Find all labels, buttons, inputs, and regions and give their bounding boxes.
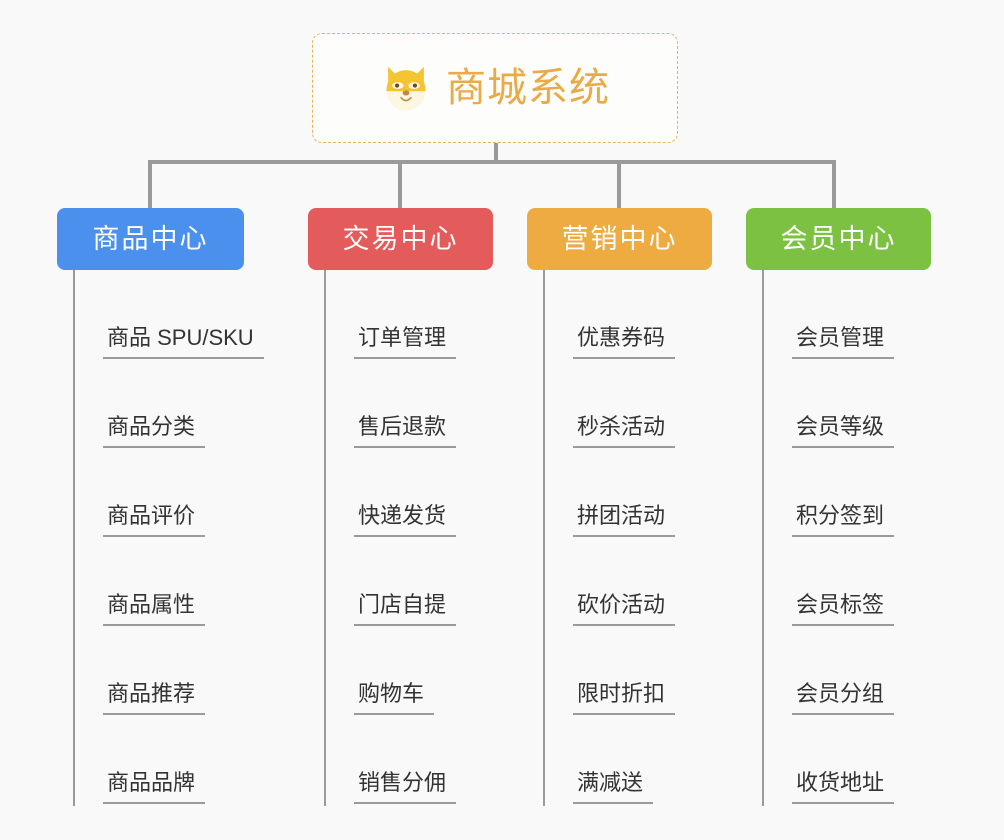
leaf-label: 积分签到 bbox=[792, 502, 895, 537]
leaf-item[interactable]: 快递发货 bbox=[324, 448, 493, 537]
shiba-dog-face-icon bbox=[380, 62, 432, 114]
leaf-label: 商品 SPU/SKU bbox=[103, 324, 264, 359]
leaf-list-member-center: 会员管理 会员等级 积分签到 会员标签 会员分组 收货地址 bbox=[762, 270, 931, 806]
leaf-item[interactable]: 商品 SPU/SKU bbox=[73, 270, 264, 359]
leaf-item[interactable]: 会员等级 bbox=[762, 359, 931, 448]
category-title: 商品中心 bbox=[92, 223, 209, 254]
leaf-label: 秒杀活动 bbox=[573, 413, 676, 448]
category-box-marketing-center[interactable]: 营销中心 bbox=[527, 208, 712, 270]
leaf-item[interactable]: 会员分组 bbox=[762, 626, 931, 715]
leaf-item[interactable]: 砍价活动 bbox=[543, 537, 712, 626]
leaf-item[interactable]: 积分签到 bbox=[762, 448, 931, 537]
column-trade-center: 交易中心 订单管理 售后退款 快递发货 门店自提 购物车 销售分佣 bbox=[308, 208, 493, 806]
leaf-spine bbox=[762, 270, 764, 806]
leaf-label: 商品属性 bbox=[103, 591, 206, 626]
leaf-item[interactable]: 商品推荐 bbox=[73, 626, 244, 715]
leaf-item[interactable]: 商品分类 bbox=[73, 359, 244, 448]
category-columns: 商品中心 商品 SPU/SKU 商品分类 商品评价 商品属性 商品推荐 商品品牌… bbox=[0, 208, 1004, 840]
leaf-item[interactable]: 会员管理 bbox=[762, 270, 931, 359]
category-box-product-center[interactable]: 商品中心 bbox=[57, 208, 244, 270]
leaf-spine bbox=[73, 270, 75, 806]
leaf-list-marketing-center: 优惠券码 秒杀活动 拼团活动 砍价活动 限时折扣 满减送 bbox=[543, 270, 712, 806]
category-box-trade-center[interactable]: 交易中心 bbox=[308, 208, 493, 270]
leaf-label: 优惠券码 bbox=[573, 324, 676, 359]
connector-drop-1 bbox=[148, 160, 152, 210]
leaf-list-product-center: 商品 SPU/SKU 商品分类 商品评价 商品属性 商品推荐 商品品牌 bbox=[73, 270, 264, 806]
leaf-label: 砍价活动 bbox=[573, 591, 676, 626]
leaf-label: 限时折扣 bbox=[573, 680, 676, 715]
leaf-label: 会员分组 bbox=[792, 680, 895, 715]
leaf-item[interactable]: 门店自提 bbox=[324, 537, 493, 626]
leaf-label: 商品推荐 bbox=[103, 680, 206, 715]
leaf-item[interactable]: 秒杀活动 bbox=[543, 359, 712, 448]
leaf-label: 商品评价 bbox=[103, 502, 206, 537]
leaf-item[interactable]: 限时折扣 bbox=[543, 626, 712, 715]
leaf-label: 售后退款 bbox=[354, 413, 457, 448]
column-member-center: 会员中心 会员管理 会员等级 积分签到 会员标签 会员分组 收货地址 bbox=[746, 208, 931, 806]
leaf-label: 购物车 bbox=[354, 680, 435, 715]
leaf-spine bbox=[543, 270, 545, 806]
column-product-center: 商品中心 商品 SPU/SKU 商品分类 商品评价 商品属性 商品推荐 商品品牌 bbox=[57, 208, 264, 806]
leaf-item[interactable]: 会员标签 bbox=[762, 537, 931, 626]
category-title: 交易中心 bbox=[342, 223, 459, 254]
category-title: 会员中心 bbox=[780, 223, 897, 254]
leaf-spine bbox=[324, 270, 326, 806]
leaf-label: 满减送 bbox=[573, 769, 654, 804]
leaf-item[interactable]: 销售分佣 bbox=[324, 715, 493, 804]
leaf-item[interactable]: 商品评价 bbox=[73, 448, 244, 537]
root-title: 商城系统 bbox=[446, 66, 610, 110]
leaf-label: 会员标签 bbox=[792, 591, 895, 626]
connector-horizontal-bus bbox=[148, 160, 836, 164]
category-box-member-center[interactable]: 会员中心 bbox=[746, 208, 931, 270]
category-title: 营销中心 bbox=[561, 223, 678, 254]
leaf-label: 商品分类 bbox=[103, 413, 206, 448]
leaf-label: 拼团活动 bbox=[573, 502, 676, 537]
leaf-label: 收货地址 bbox=[792, 769, 895, 804]
leaf-item[interactable]: 售后退款 bbox=[324, 359, 493, 448]
root-node[interactable]: 商城系统 bbox=[312, 33, 678, 143]
connector-drop-4 bbox=[832, 160, 836, 210]
leaf-item[interactable]: 满减送 bbox=[543, 715, 712, 804]
leaf-item[interactable]: 优惠券码 bbox=[543, 270, 712, 359]
leaf-item[interactable]: 订单管理 bbox=[324, 270, 493, 359]
leaf-label: 商品品牌 bbox=[103, 769, 206, 804]
connector-drop-3 bbox=[617, 160, 621, 210]
leaf-item[interactable]: 商品属性 bbox=[73, 537, 244, 626]
column-marketing-center: 营销中心 优惠券码 秒杀活动 拼团活动 砍价活动 限时折扣 满减送 bbox=[527, 208, 712, 806]
leaf-item[interactable]: 拼团活动 bbox=[543, 448, 712, 537]
leaf-item[interactable]: 收货地址 bbox=[762, 715, 931, 804]
leaf-label: 会员等级 bbox=[792, 413, 895, 448]
leaf-label: 门店自提 bbox=[354, 591, 457, 626]
connector-root-stub bbox=[494, 143, 498, 162]
leaf-label: 快递发货 bbox=[354, 502, 457, 537]
leaf-label: 订单管理 bbox=[354, 324, 457, 359]
leaf-item[interactable]: 购物车 bbox=[324, 626, 493, 715]
connector-drop-2 bbox=[398, 160, 402, 210]
leaf-item[interactable]: 商品品牌 bbox=[73, 715, 244, 804]
leaf-label: 会员管理 bbox=[792, 324, 895, 359]
leaf-label: 销售分佣 bbox=[354, 769, 457, 804]
leaf-list-trade-center: 订单管理 售后退款 快递发货 门店自提 购物车 销售分佣 bbox=[324, 270, 493, 806]
